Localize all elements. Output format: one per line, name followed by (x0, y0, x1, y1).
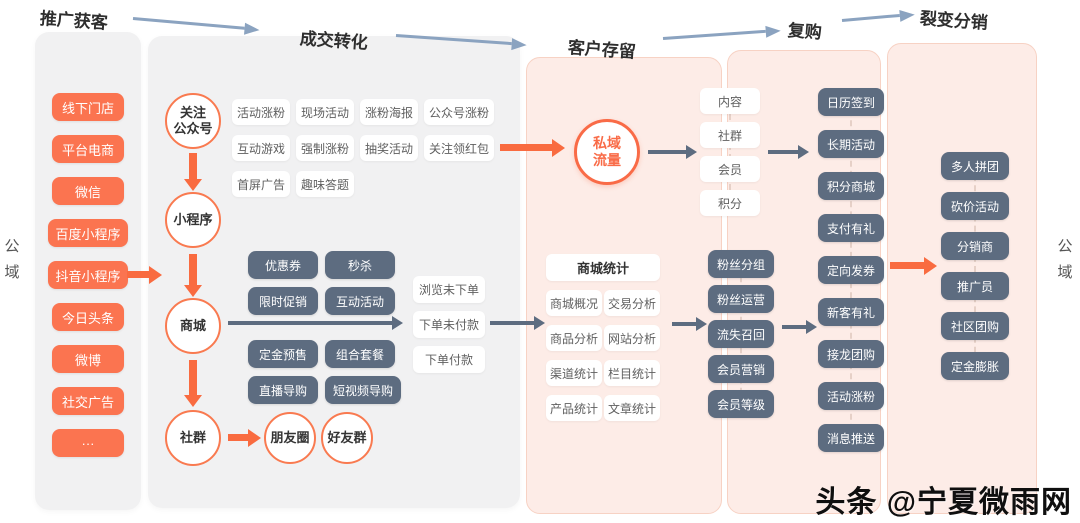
stage-arrow-1-icon (132, 17, 245, 30)
order-state-box: 浏览未下单 (413, 276, 485, 303)
repurchase-button: 长期活动 (818, 130, 884, 158)
mall-tool-button: 组合套餐 (325, 340, 395, 368)
fan-tool-button: 强制涨粉 (296, 135, 354, 161)
repurchase-button: 消息推送 (818, 424, 884, 452)
fanops-button: 会员等级 (708, 390, 774, 418)
pillar-box: 社群 (700, 122, 760, 148)
stage-label-conversion: 成交转化 (299, 29, 369, 53)
flow-circle-mall: 商城 (165, 298, 221, 354)
fan-tool-button: 抽奖活动 (360, 135, 418, 161)
fission-connector-line (974, 165, 976, 373)
repurchase-button: 新客有礼 (818, 298, 884, 326)
channel-button-wechat: 微信 (52, 177, 124, 205)
stage-label-repurchase: 复购 (787, 21, 823, 43)
fission-button: 分销商 (941, 232, 1009, 260)
channel-button-baidu-mini: 百度小程序 (48, 219, 128, 247)
mall-tool-button: 限时促销 (248, 287, 318, 315)
order-state-box: 下单付款 (413, 346, 485, 373)
channel-button-toutiao: 今日头条 (52, 303, 124, 331)
flow-circle-friend-group: 好友群 (321, 412, 373, 464)
repurchase-button: 定向发券 (818, 256, 884, 284)
stats-box: 商城概况 (546, 290, 602, 316)
fanops-button: 会员营销 (708, 355, 774, 383)
fan-tool-button: 首屏广告 (232, 171, 290, 197)
arrow-community-icon (228, 434, 248, 441)
fission-button: 推广员 (941, 272, 1009, 300)
flow-circle-miniprogram: 小程序 (165, 192, 221, 248)
arrow-into-private-traffic-icon (500, 144, 552, 151)
watermark: 头条 @宁夏微雨网 (815, 486, 1072, 519)
repurchase-button: 积分商城 (818, 172, 884, 200)
fan-tool-button: 现场活动 (296, 99, 354, 125)
repurchase-button: 支付有礼 (818, 214, 884, 242)
flow-circle-follow-official: 关注 公众号 (165, 93, 221, 149)
arrow-repurchase-to-fission-icon (890, 262, 924, 269)
fission-button: 砍价活动 (941, 192, 1009, 220)
fan-tool-button: 趣味答题 (296, 171, 354, 197)
stats-box: 产品统计 (546, 395, 602, 421)
channel-button-douyin-mini: 抖音小程序 (48, 261, 128, 289)
pillars-connector-line (729, 94, 731, 210)
fan-tool-button: 关注领红包 (424, 135, 494, 161)
stage-label-fission: 裂变分销 (919, 9, 989, 33)
arrow-mall-to-orders-icon (228, 321, 392, 325)
channel-button-more: ··· (52, 429, 124, 457)
channel-button-social-ads: 社交广告 (52, 387, 124, 415)
stats-box: 交易分析 (604, 290, 660, 316)
stage-arrow-4-icon (841, 13, 900, 22)
order-state-box: 下单未付款 (413, 311, 485, 338)
flow-circle-moments: 朋友圈 (264, 412, 316, 464)
repurchase-button: 接龙团购 (818, 340, 884, 368)
arrow-fanops-to-repurchase-icon (782, 325, 806, 329)
mall-tool-button: 定金预售 (248, 340, 318, 368)
channel-button-offline-store: 线下门店 (52, 93, 124, 121)
repurchase-button: 日历签到 (818, 88, 884, 116)
channel-button-weibo: 微博 (52, 345, 124, 373)
stats-title-box: 商城统计 (546, 254, 660, 281)
fanops-button: 粉丝分组 (708, 250, 774, 278)
fission-button: 多人拼团 (941, 152, 1009, 180)
stats-box: 网站分析 (604, 325, 660, 351)
pillar-box: 内容 (700, 88, 760, 114)
fanops-button: 流失召回 (708, 320, 774, 348)
channel-button-ecommerce: 平台电商 (52, 135, 124, 163)
mall-tool-button: 秒杀 (325, 251, 395, 279)
stage-label-acquisition: 推广获客 (39, 9, 109, 33)
pillar-box: 会员 (700, 156, 760, 182)
mall-tool-button: 优惠券 (248, 251, 318, 279)
stats-box: 渠道统计 (546, 360, 602, 386)
flow-down-arrow-3-icon (189, 360, 197, 395)
stats-box: 栏目统计 (604, 360, 660, 386)
arrow-core-to-pillars-icon (648, 150, 686, 154)
fanops-button: 粉丝运营 (708, 285, 774, 313)
flow-down-arrow-1-icon (189, 153, 197, 179)
domain-label-right: 公域 (1057, 238, 1073, 282)
fan-tool-button: 互动游戏 (232, 135, 290, 161)
private-traffic-circle: 私域 流量 (574, 119, 640, 185)
stats-box: 商品分析 (546, 325, 602, 351)
domain-label-left: 公域 (4, 238, 20, 282)
mall-tool-button: 互动活动 (325, 287, 395, 315)
stage-label-retention: 客户存留 (567, 38, 637, 62)
mall-tool-button: 短视频导购 (325, 376, 401, 404)
arrow-pillars-to-repurchase-icon (768, 150, 798, 154)
fan-tool-button: 活动涨粉 (232, 99, 290, 125)
fission-button: 定金膨胀 (941, 352, 1009, 380)
fan-tool-button: 公众号涨粉 (424, 99, 494, 125)
pillar-box: 积分 (700, 190, 760, 216)
arrow-channels-to-funnel-icon (127, 271, 149, 278)
fission-button: 社区团购 (941, 312, 1009, 340)
fan-tool-button: 涨粉海报 (360, 99, 418, 125)
mall-tool-button: 直播导购 (248, 376, 318, 404)
stage-arrow-3-icon (662, 29, 766, 40)
arrow-stats-to-fanops-icon (672, 322, 696, 326)
repurchase-button: 活动涨粉 (818, 382, 884, 410)
flow-circle-community: 社群 (165, 410, 221, 466)
stats-box: 文章统计 (604, 395, 660, 421)
flow-down-arrow-2-icon (189, 254, 197, 285)
arrow-orders-to-stats-icon (490, 321, 534, 325)
